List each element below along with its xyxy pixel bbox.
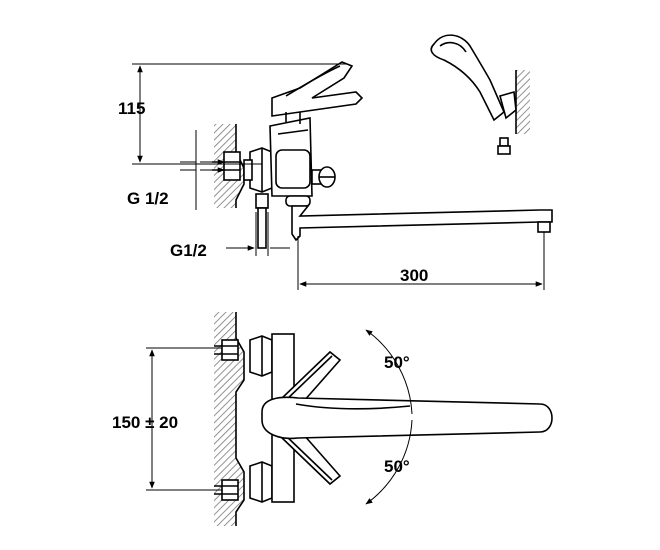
rotation-upper-label: 50° (384, 353, 410, 372)
side-spout (285, 195, 553, 242)
dim-115 (132, 63, 348, 165)
side-view (212, 61, 553, 249)
hand-shower (430, 34, 530, 155)
rotation-lower-label: 50° (384, 457, 410, 476)
rotation-arc (365, 329, 413, 505)
height-label: 115 (118, 99, 145, 118)
side-connector (212, 147, 273, 193)
dim-g12-outlet (226, 212, 290, 256)
center-distance-label: 150 ± 20 (112, 413, 178, 432)
dim-300 (297, 232, 545, 290)
thread-wall-label: G 1/2 (127, 189, 169, 208)
thread-outlet-label: G1/2 (170, 241, 207, 260)
top-connector-upper (214, 335, 273, 377)
side-lever (271, 61, 364, 124)
top-spout (261, 396, 553, 440)
top-view (214, 312, 553, 526)
top-wall (214, 312, 245, 526)
dim-150 (146, 347, 222, 491)
dim-g12-wall (180, 130, 225, 210)
side-outlet (255, 193, 269, 249)
spout-length-label: 300 (400, 266, 428, 285)
side-mixer-body (269, 117, 336, 197)
